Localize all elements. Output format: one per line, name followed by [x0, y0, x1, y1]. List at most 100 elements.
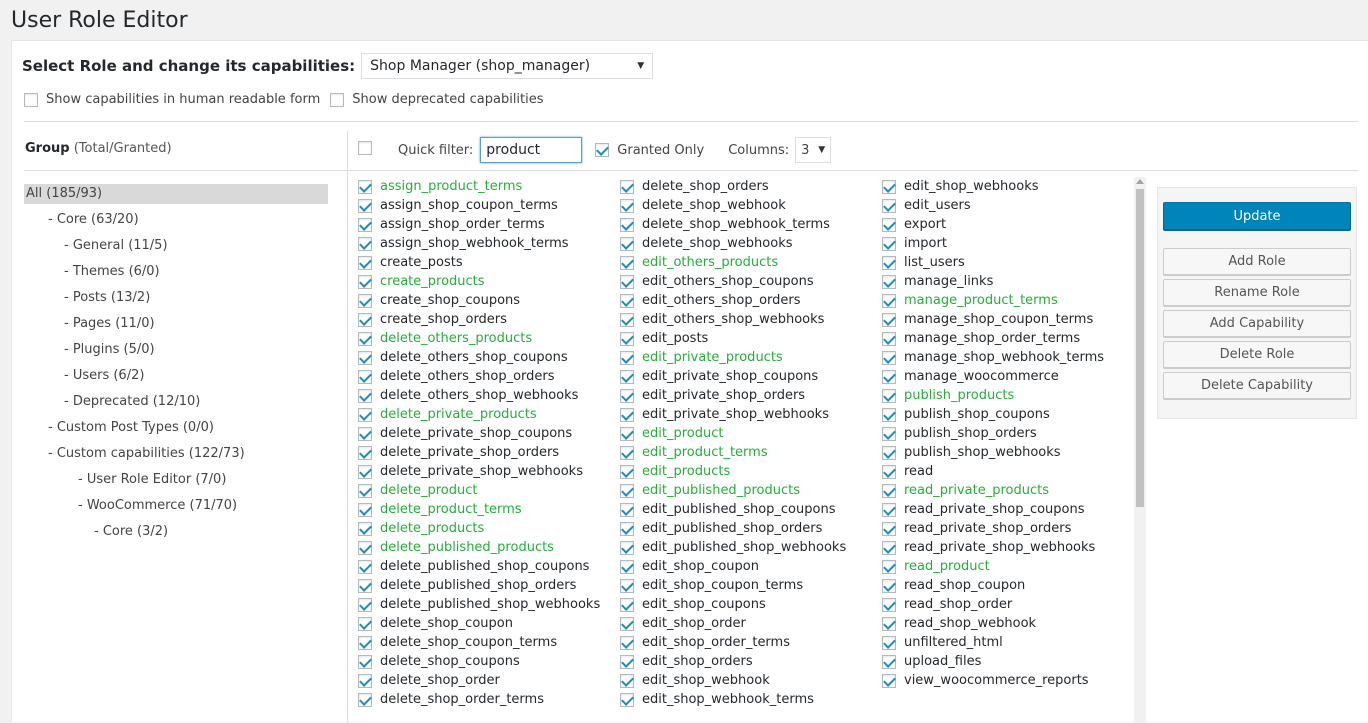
- capability-item[interactable]: edit_shop_order: [620, 614, 846, 633]
- capability-checkbox[interactable]: [358, 388, 372, 403]
- select-all-checkbox[interactable]: [358, 141, 372, 155]
- capability-item[interactable]: publish_products: [882, 386, 1104, 405]
- capability-checkbox[interactable]: [620, 635, 634, 650]
- group-tree-item[interactable]: All (185/93): [24, 184, 336, 210]
- capability-item[interactable]: delete_published_shop_orders: [358, 576, 600, 595]
- capability-item[interactable]: edit_product_terms: [620, 443, 846, 462]
- capability-checkbox[interactable]: [358, 217, 372, 232]
- group-tree-item[interactable]: - Posts (13/2): [34, 288, 336, 314]
- capability-item[interactable]: assign_product_terms: [358, 177, 600, 196]
- capability-item[interactable]: edit_published_shop_coupons: [620, 500, 846, 519]
- capability-checkbox[interactable]: [620, 540, 634, 555]
- group-tree-item[interactable]: - Themes (6/0): [34, 262, 336, 288]
- quick-filter-input[interactable]: product: [480, 137, 583, 163]
- capability-item[interactable]: read_private_shop_webhooks: [882, 538, 1104, 557]
- capability-checkbox[interactable]: [358, 255, 372, 270]
- add-role-button[interactable]: Add Role: [1163, 248, 1351, 275]
- capability-checkbox[interactable]: [358, 274, 372, 289]
- capability-checkbox[interactable]: [620, 274, 634, 289]
- capability-checkbox[interactable]: [620, 654, 634, 669]
- capability-checkbox[interactable]: [620, 464, 634, 479]
- capability-item[interactable]: assign_shop_webhook_terms: [358, 234, 600, 253]
- capability-checkbox[interactable]: [358, 464, 372, 479]
- capability-checkbox[interactable]: [882, 293, 896, 308]
- capability-item[interactable]: manage_shop_coupon_terms: [882, 310, 1104, 329]
- capability-item[interactable]: edit_published_shop_orders: [620, 519, 846, 538]
- capability-checkbox[interactable]: [358, 445, 372, 460]
- capability-checkbox[interactable]: [882, 483, 896, 498]
- capability-checkbox[interactable]: [620, 483, 634, 498]
- capability-checkbox[interactable]: [620, 217, 634, 232]
- delete-capability-button[interactable]: Delete Capability: [1163, 372, 1351, 399]
- capability-item[interactable]: edit_posts: [620, 329, 846, 348]
- update-button[interactable]: Update: [1163, 202, 1351, 230]
- capability-checkbox[interactable]: [620, 673, 634, 688]
- capability-checkbox[interactable]: [620, 407, 634, 422]
- capability-checkbox[interactable]: [358, 578, 372, 593]
- capability-item[interactable]: edit_private_shop_orders: [620, 386, 846, 405]
- capability-item[interactable]: publish_shop_orders: [882, 424, 1104, 443]
- capability-item[interactable]: create_shop_coupons: [358, 291, 600, 310]
- capability-item[interactable]: delete_private_shop_coupons: [358, 424, 600, 443]
- group-tree-item[interactable]: - Deprecated (12/10): [34, 392, 336, 418]
- capability-item[interactable]: assign_shop_coupon_terms: [358, 196, 600, 215]
- capability-checkbox[interactable]: [882, 654, 896, 669]
- capability-item[interactable]: read_private_shop_orders: [882, 519, 1104, 538]
- capability-checkbox[interactable]: [620, 255, 634, 270]
- capability-item[interactable]: read_private_shop_coupons: [882, 500, 1104, 519]
- group-tree-item[interactable]: - Users (6/2): [34, 366, 336, 392]
- capability-item[interactable]: edit_shop_webhooks: [882, 177, 1104, 196]
- capability-item[interactable]: edit_shop_webhook_terms: [620, 690, 846, 709]
- capability-checkbox[interactable]: [882, 521, 896, 536]
- capability-checkbox[interactable]: [358, 331, 372, 346]
- capability-item[interactable]: assign_shop_order_terms: [358, 215, 600, 234]
- capability-checkbox[interactable]: [620, 597, 634, 612]
- capability-item[interactable]: read: [882, 462, 1104, 481]
- capability-item[interactable]: unfiltered_html: [882, 633, 1104, 652]
- capability-item[interactable]: delete_private_shop_orders: [358, 443, 600, 462]
- capability-item[interactable]: read_product: [882, 557, 1104, 576]
- scroll-up-arrow-icon[interactable]: [1136, 179, 1144, 184]
- group-tree-item[interactable]: - Plugins (5/0): [34, 340, 336, 366]
- capability-checkbox[interactable]: [620, 502, 634, 517]
- capability-checkbox[interactable]: [620, 312, 634, 327]
- capability-checkbox[interactable]: [620, 179, 634, 194]
- group-tree-item[interactable]: - Core (3/2): [34, 522, 336, 548]
- capability-checkbox[interactable]: [620, 521, 634, 536]
- capability-checkbox[interactable]: [620, 692, 634, 707]
- capability-item[interactable]: delete_private_products: [358, 405, 600, 424]
- capability-checkbox[interactable]: [358, 369, 372, 384]
- capability-item[interactable]: read_shop_coupon: [882, 576, 1104, 595]
- human-readable-option[interactable]: Show capabilities in human readable form: [24, 92, 320, 107]
- rename-role-button[interactable]: Rename Role: [1163, 279, 1351, 306]
- add-capability-button[interactable]: Add Capability: [1163, 310, 1351, 337]
- capability-checkbox[interactable]: [620, 369, 634, 384]
- capability-item[interactable]: delete_others_shop_orders: [358, 367, 600, 386]
- capability-checkbox[interactable]: [882, 635, 896, 650]
- capability-checkbox[interactable]: [358, 521, 372, 536]
- capability-item[interactable]: delete_shop_webhook: [620, 196, 846, 215]
- capability-item[interactable]: manage_shop_webhook_terms: [882, 348, 1104, 367]
- capability-item[interactable]: edit_published_products: [620, 481, 846, 500]
- capability-checkbox[interactable]: [620, 198, 634, 213]
- capability-checkbox[interactable]: [882, 217, 896, 232]
- capability-checkbox[interactable]: [882, 198, 896, 213]
- capability-checkbox[interactable]: [358, 293, 372, 308]
- capability-checkbox[interactable]: [882, 331, 896, 346]
- capability-checkbox[interactable]: [620, 426, 634, 441]
- columns-select[interactable]: 3 ▼: [795, 137, 832, 163]
- capability-item[interactable]: delete_others_products: [358, 329, 600, 348]
- capability-item[interactable]: delete_shop_coupons: [358, 652, 600, 671]
- capability-item[interactable]: edit_shop_orders: [620, 652, 846, 671]
- capability-checkbox[interactable]: [882, 236, 896, 251]
- capability-item[interactable]: upload_files: [882, 652, 1104, 671]
- human-readable-checkbox[interactable]: [24, 92, 38, 107]
- capability-item[interactable]: delete_shop_webhook_terms: [620, 215, 846, 234]
- capability-item[interactable]: edit_products: [620, 462, 846, 481]
- capability-checkbox[interactable]: [358, 236, 372, 251]
- capability-item[interactable]: delete_product_terms: [358, 500, 600, 519]
- capability-checkbox[interactable]: [882, 597, 896, 612]
- capability-checkbox[interactable]: [882, 388, 896, 403]
- group-tree-item[interactable]: - Custom Post Types (0/0): [34, 418, 336, 444]
- capability-checkbox[interactable]: [882, 445, 896, 460]
